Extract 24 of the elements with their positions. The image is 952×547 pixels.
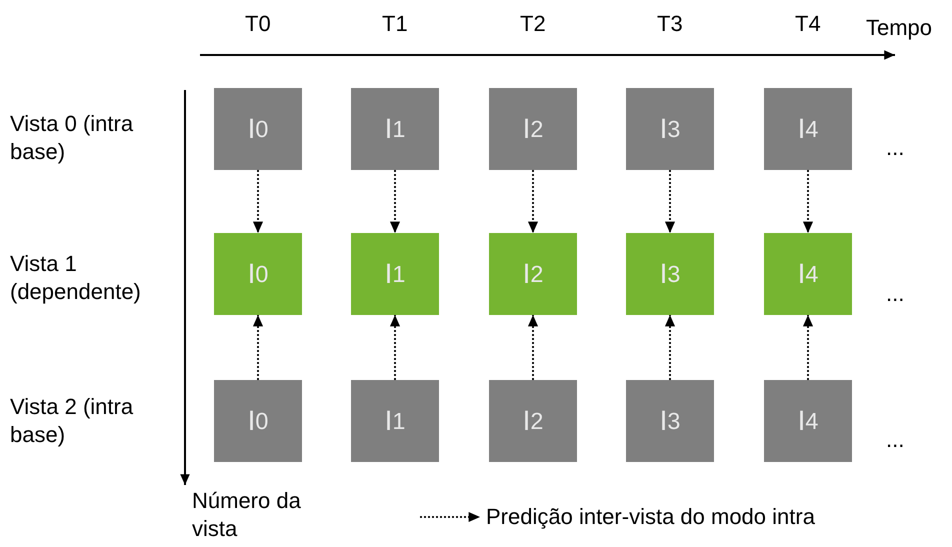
column-header: T4 <box>795 10 821 38</box>
axis-title: Tempo <box>866 14 932 42</box>
row-label: Vista 2 (intra base) <box>10 393 134 448</box>
axis-title: Número da vista <box>192 487 302 542</box>
arrow <box>390 170 400 233</box>
arrow <box>802 315 814 380</box>
column-header: T2 <box>520 10 546 38</box>
ellipsis: ... <box>886 426 904 454</box>
arrow <box>802 170 814 233</box>
arrow <box>664 315 676 380</box>
arrow <box>664 170 676 233</box>
arrow <box>528 170 538 233</box>
arrow <box>528 315 538 380</box>
ellipsis: ... <box>886 134 904 162</box>
arrow <box>252 170 264 233</box>
ellipsis: ... <box>886 280 904 308</box>
arrow <box>390 315 400 380</box>
legend-label: Predição inter-vista do modo intra <box>486 503 815 530</box>
row-label: Vista 1 (dependente) <box>10 250 142 305</box>
row-label: Vista 0 (intra base) <box>10 110 134 165</box>
column-header: T1 <box>382 10 408 38</box>
column-header: T3 <box>657 10 683 38</box>
column-header: T0 <box>245 10 271 38</box>
arrow <box>252 315 264 380</box>
